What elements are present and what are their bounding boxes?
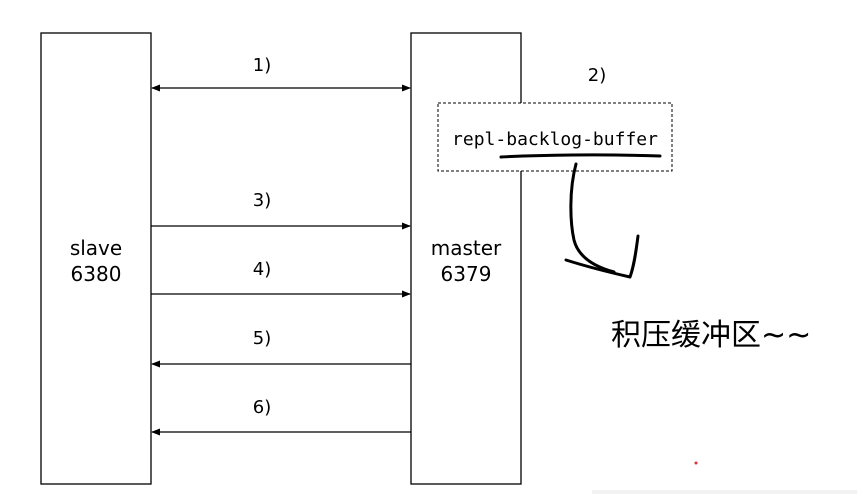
slave-name: slave: [70, 236, 122, 260]
slave-port: 6380: [71, 262, 122, 286]
buffer-label: repl-backlog-buffer: [452, 129, 658, 150]
step-label-6: 6): [253, 397, 271, 418]
step-label-3: 3): [253, 190, 271, 211]
buffer-step-label: 2): [588, 65, 606, 86]
buffer-box: [437, 102, 673, 172]
annotation-text: 积压缓冲区~~: [611, 318, 811, 353]
step-label-5: 5): [253, 328, 271, 349]
master-name: master: [431, 236, 502, 260]
step-label-1: 1): [253, 55, 271, 76]
master-port: 6379: [441, 262, 492, 286]
handwritten-arrow: [569, 162, 616, 274]
handwritten-arrow-head: [564, 234, 640, 279]
slave-box: [40, 32, 152, 485]
bottom-strip: [592, 490, 857, 494]
step-label-4: 4): [253, 259, 271, 280]
handwritten-underline: [499, 153, 662, 159]
stray-dot: [694, 461, 698, 465]
